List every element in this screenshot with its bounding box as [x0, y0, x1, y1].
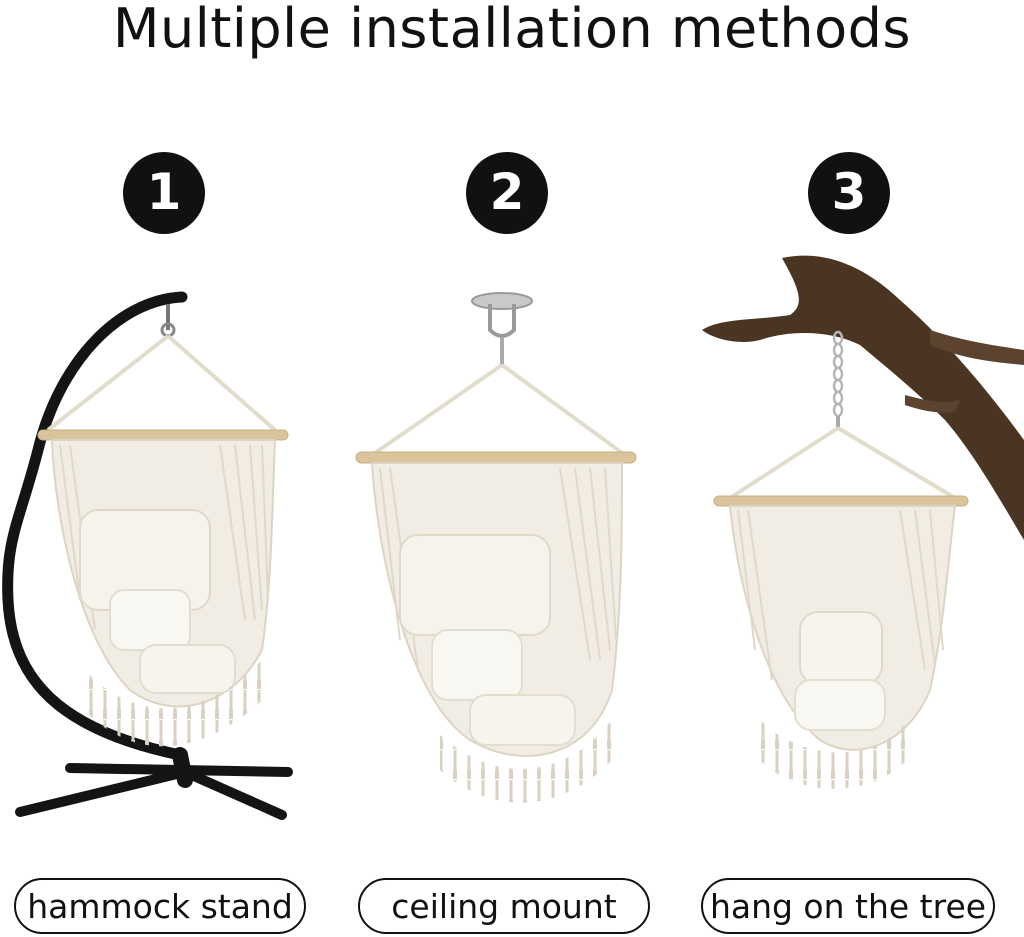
page-title: Multiple installation methods: [112, 0, 912, 60]
method-label-ceiling-mount: ceiling mount: [358, 878, 650, 934]
method-3-number-badge: 3: [808, 152, 890, 234]
method-2-number-badge: 2: [466, 152, 548, 234]
method-1-number-badge: 1: [123, 152, 205, 234]
method-label-hammock-stand: hammock stand: [14, 878, 306, 934]
tree-hanging-illustration: [702, 255, 1024, 789]
hammock-stand-illustration: [2, 291, 293, 820]
ceiling-mount-illustration: [355, 292, 637, 803]
method-label-hang-on-the-tree: hang on the tree: [701, 878, 995, 934]
